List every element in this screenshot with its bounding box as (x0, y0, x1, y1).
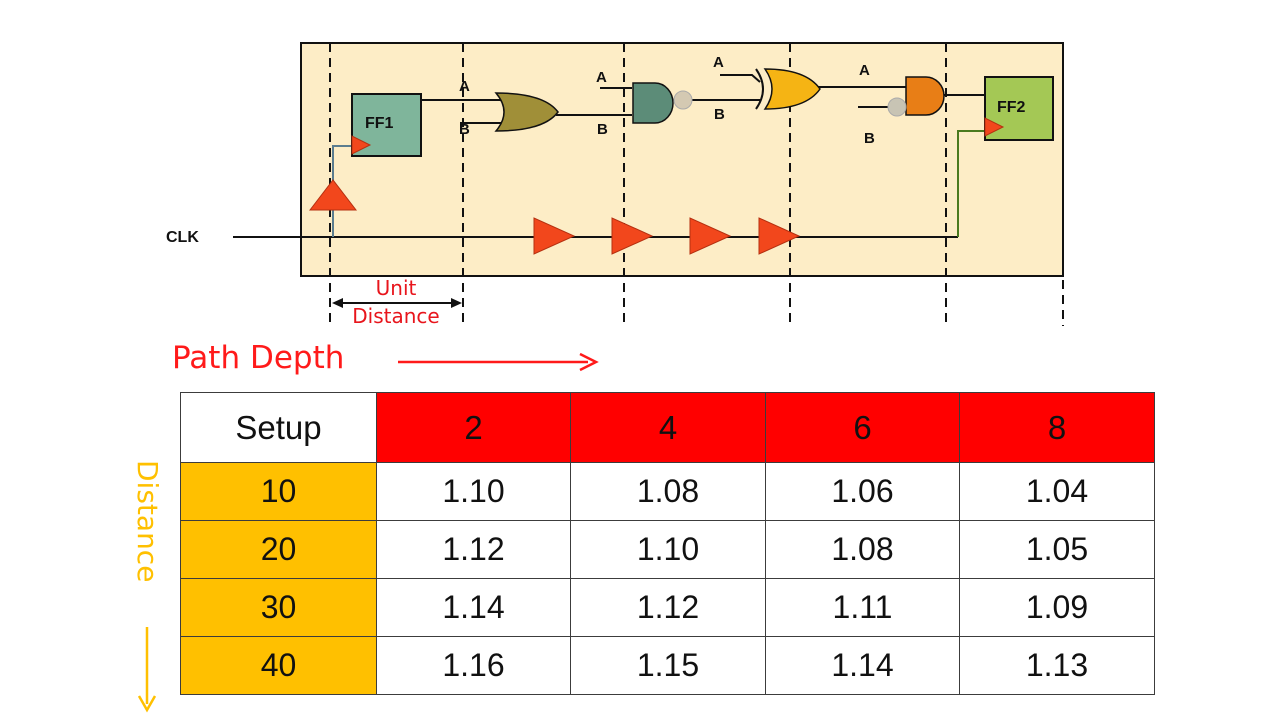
arrow-right-icon (579, 352, 599, 372)
diagram-panel (300, 42, 1064, 277)
nand-input-b-label: B (597, 121, 608, 138)
clk-to-ff2-wire (957, 130, 985, 237)
nand-gate-icon (632, 82, 674, 124)
setup-value-cell: 1.05 (959, 520, 1155, 579)
ff2-clock-pin-icon (984, 117, 1005, 137)
clock-buffer-icon (308, 179, 358, 211)
table-row: 10 1.10 1.08 1.06 1.04 (180, 462, 1155, 521)
setup-value-cell: 1.14 (376, 578, 571, 637)
setup-value-cell: 1.11 (765, 578, 960, 637)
clock-buffer-icon (611, 217, 654, 255)
clock-buffer-icon (533, 217, 576, 255)
setup-value-cell: 1.04 (959, 462, 1155, 521)
table-row: 40 1.16 1.15 1.14 1.13 (180, 636, 1155, 695)
table-row: 30 1.14 1.12 1.11 1.09 (180, 578, 1155, 637)
clock-buffer-icon (689, 217, 732, 255)
xor-gate-icon (763, 68, 821, 110)
distance-header: 10 (180, 462, 377, 521)
path-depth-label: Path Depth (172, 340, 345, 376)
distance-axis-label: Distance (131, 460, 164, 583)
distance-header: 20 (180, 520, 377, 579)
setup-value-cell: 1.08 (765, 520, 960, 579)
clock-buffer-icon (758, 217, 801, 255)
ff2-label: FF2 (997, 99, 1026, 116)
distance-header: 30 (180, 578, 377, 637)
setup-value-cell: 1.13 (959, 636, 1155, 695)
inverter-bubble-icon (887, 97, 907, 117)
arrow-down-icon (137, 695, 157, 713)
clk-label: CLK (166, 229, 199, 246)
setup-corner-cell: Setup (180, 392, 377, 463)
nand-input-a-label: A (596, 69, 607, 86)
distance-unit-label: Distance (352, 304, 439, 328)
setup-value-cell: 1.10 (570, 520, 766, 579)
data-path-wires (421, 74, 985, 124)
setup-value-cell: 1.15 (570, 636, 766, 695)
path-depth-header: 2 (376, 392, 571, 463)
setup-value-cell: 1.16 (376, 636, 571, 695)
xor-extra-arc (755, 68, 764, 110)
path-depth-header: 4 (570, 392, 766, 463)
setup-value-cell: 1.10 (376, 462, 571, 521)
or-input-b-label: B (459, 121, 470, 138)
arrow-left-icon (332, 298, 343, 308)
setup-table: Setup 2 4 6 8 10 1.10 1.08 1.06 1.04 20 … (180, 392, 1155, 695)
setup-value-cell: 1.14 (765, 636, 960, 695)
setup-value-cell: 1.09 (959, 578, 1155, 637)
path-depth-header: 8 (959, 392, 1155, 463)
ff1-label: FF1 (365, 115, 394, 132)
and-input-b-label: B (864, 130, 875, 147)
nand-bubble-icon (673, 90, 693, 110)
setup-value-cell: 1.06 (765, 462, 960, 521)
xor-input-a-label: A (713, 54, 724, 71)
table-header-row: Setup 2 4 6 8 (180, 392, 1155, 463)
and-input-a-label: A (859, 62, 870, 79)
distance-header: 40 (180, 636, 377, 695)
table-row: 20 1.12 1.10 1.08 1.05 (180, 520, 1155, 579)
and-gate-icon (905, 76, 945, 116)
unit-label: Unit (376, 276, 417, 300)
ff1-clock-pin-icon (351, 135, 372, 155)
or-gate-icon (494, 92, 559, 132)
timing-path-diagram: CLK FF1 FF2 A B A B A B A B Un (166, 42, 1064, 328)
xor-input-b-label: B (714, 106, 725, 123)
setup-value-cell: 1.12 (376, 520, 571, 579)
or-input-a-label: A (459, 78, 470, 95)
setup-value-cell: 1.12 (570, 578, 766, 637)
arrow-right-icon (451, 298, 462, 308)
setup-value-cell: 1.08 (570, 462, 766, 521)
path-depth-header: 6 (765, 392, 960, 463)
